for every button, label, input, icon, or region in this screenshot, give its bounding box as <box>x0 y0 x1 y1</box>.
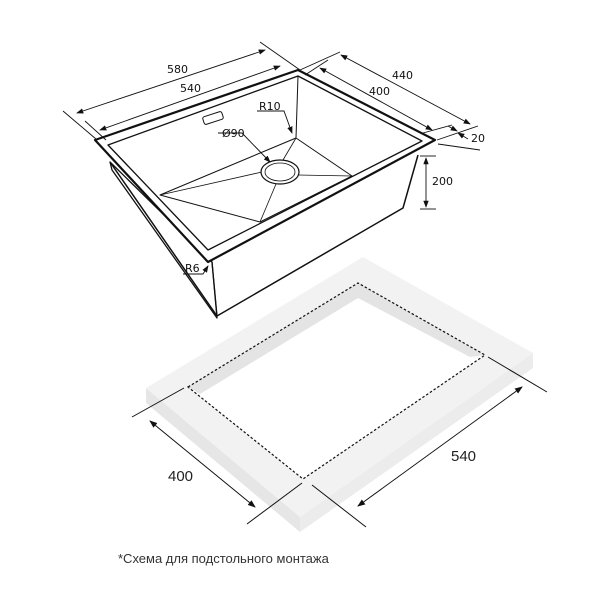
inner-width-label: 540 <box>180 82 201 95</box>
cutout-depth-label: 400 <box>168 468 193 485</box>
outer-depth-label: 440 <box>392 69 413 82</box>
cutout-width-label: 540 <box>451 448 476 465</box>
drain-diameter-label: Ø90 <box>222 127 245 140</box>
rim-label: 20 <box>471 132 485 145</box>
cutout-outline <box>186 282 487 480</box>
sink-dimension-lines <box>62 41 481 275</box>
inner-radius-label: R10 <box>259 100 281 113</box>
caption: *Схема для подстольного монтажа <box>118 551 329 566</box>
height-label: 200 <box>432 175 453 188</box>
cutout-dimension-lines <box>131 356 548 528</box>
outer-radius-label: R6 <box>185 262 200 275</box>
inner-depth-label: 400 <box>369 85 390 98</box>
outer-width-label: 580 <box>167 63 188 76</box>
